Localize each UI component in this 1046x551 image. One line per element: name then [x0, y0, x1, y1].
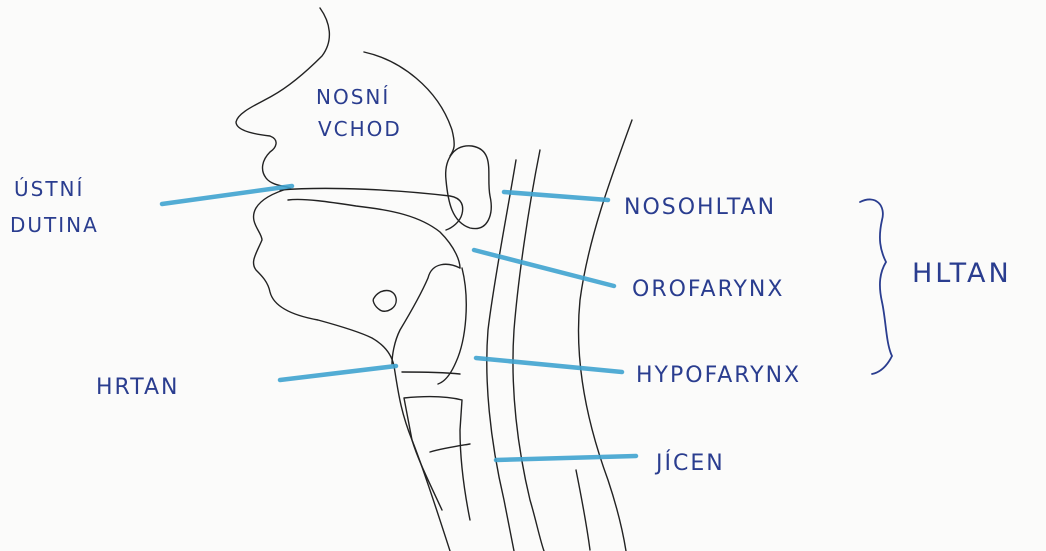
- leader-hypofarynx: [476, 358, 622, 372]
- tongue-line: [288, 199, 460, 268]
- palate-line: [280, 188, 463, 230]
- soft-palate: [446, 146, 491, 229]
- neck-back-line: [576, 470, 590, 550]
- leader-nosohltan: [504, 192, 608, 200]
- head-outline: [236, 8, 632, 551]
- hyoid: [373, 291, 396, 312]
- label-hypofarynx: HYPOFARYNX: [636, 363, 801, 388]
- leader-hrtan: [280, 366, 396, 380]
- larynx-box: [404, 397, 470, 520]
- label-ustni-dutina-1: ÚSTNÍ: [14, 177, 84, 201]
- tongue-back: [392, 264, 460, 364]
- leader-lines: [162, 186, 636, 460]
- hltan-brace: [860, 199, 892, 374]
- label-jicen: JÍCEN: [654, 450, 725, 476]
- pharynx-wall-outer: [513, 150, 544, 551]
- pharynx-wall-inner: [487, 160, 516, 551]
- label-hrtan: HRTAN: [96, 375, 179, 400]
- label-hltan: HLTAN: [912, 258, 1012, 289]
- label-nosni-vchod-2: VCHOD: [318, 117, 402, 141]
- trachea-ring: [430, 444, 470, 452]
- label-nosni-vchod-1: NOSNÍ: [316, 85, 390, 109]
- label-nosohltan: NOSOHLTAN: [624, 195, 776, 220]
- spine-line: [578, 120, 632, 551]
- label-ustni-dutina-2: DUTINA: [10, 213, 99, 237]
- label-orofarynx: OROFARYNX: [632, 277, 784, 302]
- leader-jicen: [496, 456, 636, 460]
- epiglottis: [438, 268, 466, 384]
